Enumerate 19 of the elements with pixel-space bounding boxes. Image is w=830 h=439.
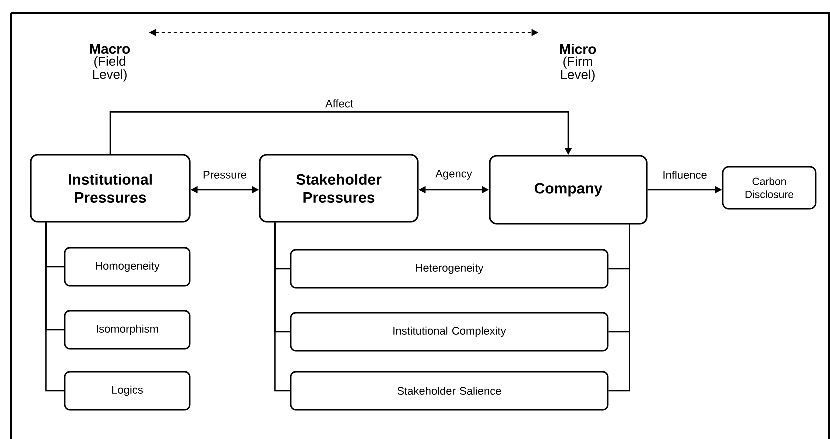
process-box: Stakeholder Pressures bbox=[259, 154, 419, 223]
outcome-box: Carbon Disclosure bbox=[722, 166, 817, 210]
edge-label: Influence bbox=[664, 170, 707, 180]
level-label: Micro (Firm Level) bbox=[560, 44, 596, 82]
connector-line bbox=[608, 224, 630, 392]
attribute-box: Stakeholder Salience bbox=[290, 371, 609, 411]
attribute-box: Logics bbox=[64, 371, 191, 411]
edge-label: Pressure bbox=[204, 171, 247, 179]
process-box: Company bbox=[489, 155, 648, 225]
attribute-box: Institutional Complexity bbox=[290, 312, 609, 352]
attribute-box: Heterogeneity bbox=[290, 249, 609, 289]
process-box: Institutional Pressures bbox=[30, 154, 191, 223]
connector-line bbox=[46, 222, 64, 392]
connector-line bbox=[274, 222, 290, 392]
level-label: Macro (Field Level) bbox=[90, 44, 130, 82]
attribute-box: Homogeneity bbox=[64, 247, 191, 287]
attribute-box: Isomorphism bbox=[64, 310, 191, 350]
edge-label: Agency bbox=[436, 170, 472, 180]
edge-label: Affect bbox=[326, 100, 354, 108]
